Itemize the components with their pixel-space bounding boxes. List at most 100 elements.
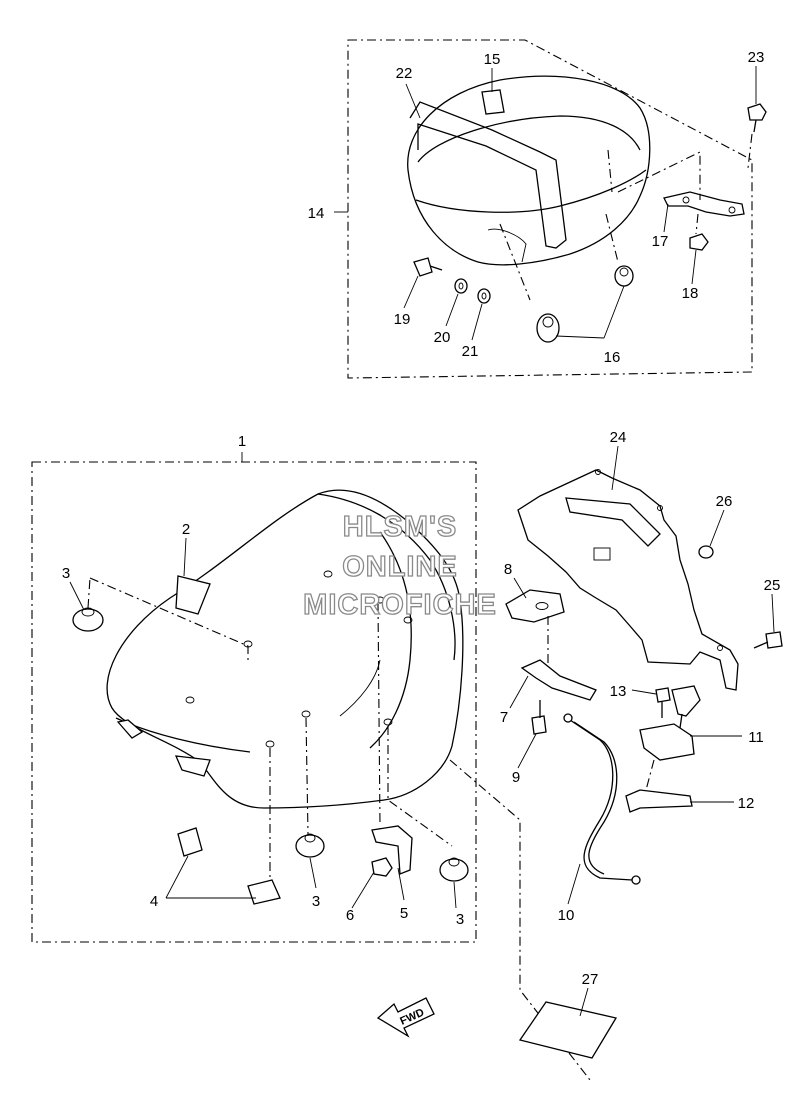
callout-18: 18 — [682, 285, 699, 302]
warning-label-27 — [518, 1001, 618, 1059]
rear-seat-sticker — [481, 89, 505, 115]
side-parts — [505, 469, 783, 885]
bolt-23-shank — [753, 119, 757, 133]
callout-1: 1 — [238, 433, 246, 450]
leader-24 — [611, 445, 619, 491]
rear-seat-top-edge — [417, 115, 641, 163]
assembly-line — [499, 223, 531, 301]
seat-lock-cable — [569, 719, 633, 881]
callout-17: 17 — [652, 233, 669, 250]
main-seat-group — [31, 461, 591, 1081]
cable-end — [563, 713, 573, 723]
assembly-line — [747, 133, 753, 169]
callout-22: 22 — [396, 65, 413, 82]
rear-seat-group — [347, 39, 767, 379]
washer-21 — [477, 288, 491, 304]
assembly-line — [89, 577, 249, 664]
rear-seat-inner-curve — [487, 228, 527, 263]
main-seat-sticker — [175, 575, 211, 615]
leader-7 — [509, 675, 529, 709]
screw-26 — [698, 545, 714, 559]
leader-3-bottom — [309, 857, 317, 889]
washer-20 — [454, 278, 468, 294]
mount-hole — [375, 596, 385, 604]
leader-5 — [397, 867, 405, 901]
callout-11: 11 — [748, 729, 764, 746]
callout-8: 8 — [504, 561, 512, 578]
callout-13: 13 — [610, 683, 627, 700]
assembly-line — [377, 603, 381, 827]
callout-24: 24 — [610, 429, 627, 446]
assembly-line — [695, 213, 699, 235]
damper-16-b-top — [619, 267, 629, 277]
callout-10: 10 — [558, 907, 575, 924]
rear-seat-side-seam — [415, 169, 647, 213]
callout-26: 26 — [716, 493, 733, 510]
callout-12: 12 — [738, 795, 755, 812]
bolt-19 — [413, 257, 433, 277]
bolt-25-shank — [753, 641, 769, 649]
leader-17 — [663, 203, 669, 233]
rear-seat-cushion — [407, 75, 651, 266]
leader-21 — [471, 303, 483, 341]
bolt-13 — [655, 687, 671, 703]
fwd-arrow-shape — [376, 997, 435, 1038]
leader-19 — [403, 275, 419, 309]
nut-6 — [371, 857, 393, 877]
bolt-19-shank — [429, 265, 443, 271]
grab-rail — [409, 101, 567, 249]
main-seat-top-ridge — [317, 493, 456, 661]
leader-4 — [165, 855, 256, 899]
bracket-8-hole — [535, 602, 549, 610]
callout-25: 25 — [764, 577, 781, 594]
leader-26 — [709, 509, 725, 547]
callout-15: 15 — [484, 51, 501, 68]
callout-14: 14 — [308, 205, 325, 222]
callout-20: 20 — [434, 329, 451, 346]
bracket-7 — [520, 659, 597, 701]
leader-13 — [631, 689, 657, 695]
leader-16 — [555, 285, 625, 339]
seat-lock-cable-outer — [573, 721, 618, 875]
damper-3-right — [439, 858, 469, 882]
seat-base-hook — [174, 755, 211, 777]
bolt-25 — [765, 631, 783, 649]
leader-22 — [405, 83, 421, 119]
rear-seat-bracket — [663, 191, 745, 217]
assembly-line — [605, 213, 619, 263]
bracket-12 — [625, 789, 693, 813]
lock-key — [671, 685, 701, 717]
assembly-line — [305, 717, 309, 835]
bolt-23 — [747, 103, 767, 121]
nut-18 — [689, 233, 709, 251]
leader-10 — [567, 863, 581, 905]
watermark-line3: MICROFICHE — [303, 589, 497, 621]
bolt-9 — [531, 715, 547, 735]
clip-4-a — [177, 827, 203, 857]
callout-3-bottom: 3 — [312, 893, 320, 910]
mount-hole — [383, 718, 393, 726]
callout-2: 2 — [182, 521, 190, 538]
callout-3-right: 3 — [456, 911, 464, 928]
callout-19: 19 — [394, 311, 411, 328]
washer-21-hole — [481, 292, 487, 300]
damper-3-left — [72, 608, 104, 632]
watermark: HLSM'S ONLINE MICROFICHE — [303, 510, 497, 621]
cover-hole — [657, 505, 663, 511]
leader-lines — [69, 66, 775, 1017]
cover-hole — [717, 645, 723, 651]
damper-16-a — [536, 313, 560, 343]
fwd-arrow: FWD — [376, 997, 435, 1038]
rear-seat-group-frame — [347, 39, 753, 379]
bracket-hole — [682, 196, 690, 204]
leader-18 — [691, 249, 697, 285]
damper-3-bottom — [295, 834, 325, 858]
mount-hole — [301, 710, 311, 718]
bracket-hole — [728, 206, 736, 214]
mount-hole — [403, 616, 413, 624]
lock-key-stem — [679, 713, 683, 729]
clip-4-b — [247, 879, 281, 905]
leader-8 — [513, 577, 527, 599]
callout-9: 9 — [512, 769, 520, 786]
